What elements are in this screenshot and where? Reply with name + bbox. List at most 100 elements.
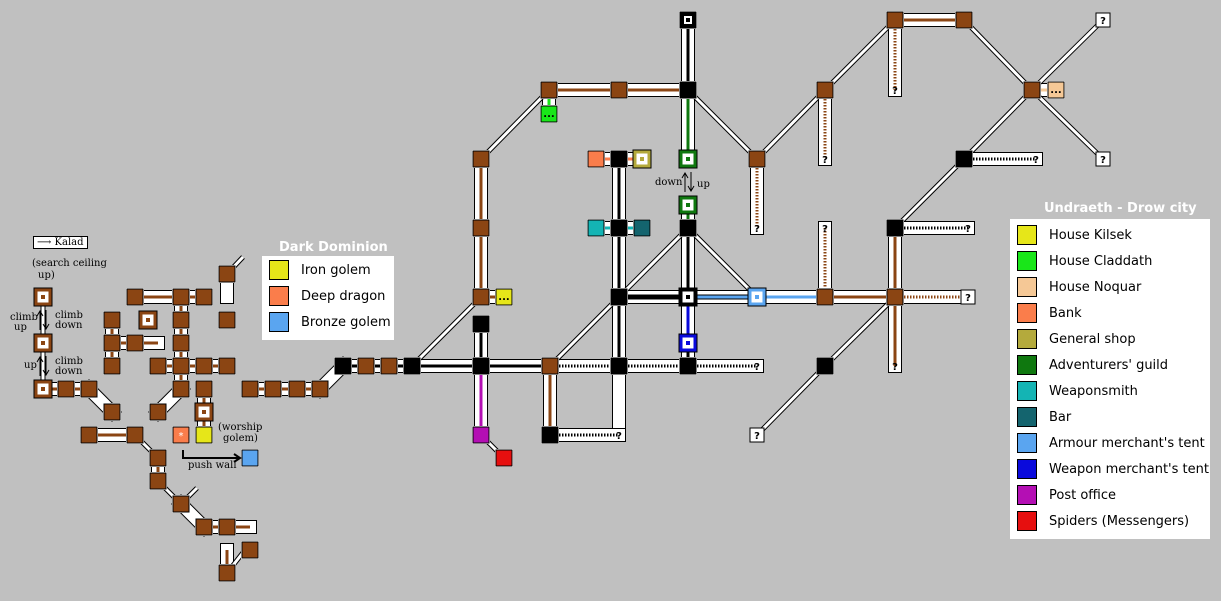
- room-core: [686, 18, 690, 22]
- passage: [1030, 88, 1105, 161]
- arrow-up-icon: [36, 356, 44, 376]
- legend-row: Armour merchant's tent: [1011, 430, 1209, 456]
- stair-core: [41, 341, 45, 345]
- room: [264, 380, 282, 398]
- passage: [548, 295, 621, 368]
- room: [103, 357, 121, 375]
- legend-swatch: [1017, 355, 1037, 375]
- room: [1047, 81, 1065, 99]
- room: [172, 334, 190, 352]
- room: [103, 403, 121, 421]
- stair-core: [686, 341, 690, 345]
- room: [1023, 81, 1041, 99]
- star-label: *: [179, 431, 184, 442]
- legend-label: Weapon merchant's tent: [1049, 461, 1209, 477]
- room: [472, 357, 490, 375]
- room: [149, 357, 167, 375]
- room: [633, 219, 651, 237]
- unknown-label: ?: [754, 362, 760, 373]
- more-label: ...: [498, 292, 509, 303]
- stair-core: [686, 157, 690, 161]
- room: [679, 357, 697, 375]
- legend-label: General shop: [1049, 331, 1136, 347]
- legend-row: General shop: [1011, 326, 1209, 352]
- room: [172, 426, 190, 444]
- room: [195, 357, 213, 375]
- room: [610, 288, 628, 306]
- kalad-exit: ⟶ Kalad: [33, 236, 88, 249]
- passage: [1030, 18, 1105, 92]
- legend-label: Iron golem: [301, 262, 371, 278]
- unknown-label: ?: [616, 431, 622, 442]
- stair-room: [34, 334, 52, 352]
- arrow-down-icon: [42, 310, 50, 330]
- room: [610, 357, 628, 375]
- worship-note: (worship: [218, 422, 263, 433]
- stair-room: [679, 196, 697, 214]
- legend-row: Iron golem: [263, 257, 393, 283]
- legend-swatch: [1017, 225, 1037, 245]
- push-wall-note: push wall: [188, 460, 237, 471]
- more-label: ...: [1050, 85, 1061, 96]
- unknown-label: ?: [892, 362, 898, 373]
- legend-label: Deep dragon: [301, 288, 386, 304]
- room: [149, 449, 167, 467]
- down-note: down: [655, 177, 683, 188]
- passage: [755, 364, 827, 437]
- room: [748, 150, 766, 168]
- passage: [617, 226, 690, 299]
- stair-core: [686, 203, 690, 207]
- legend-swatch: [1017, 381, 1037, 401]
- room: [886, 288, 904, 306]
- stair-room: [633, 150, 651, 168]
- passage: [479, 88, 551, 161]
- passage: [893, 157, 966, 230]
- stair-room: [679, 150, 697, 168]
- unknown-room: [1095, 151, 1111, 167]
- legend-swatch: [269, 260, 289, 280]
- arrow-down-icon: [42, 356, 50, 376]
- room: [288, 380, 306, 398]
- room: [195, 288, 213, 306]
- stair-core: [686, 295, 690, 299]
- unknown-label: ?: [1100, 155, 1106, 166]
- room: [495, 449, 513, 467]
- room: [816, 357, 834, 375]
- stair-core: [755, 295, 759, 299]
- legend-label: Spiders (Messengers): [1049, 513, 1190, 529]
- passage: [823, 295, 897, 368]
- legend-label: Bank: [1049, 305, 1082, 321]
- rooms: [33, 11, 1111, 582]
- room: [172, 380, 190, 398]
- room: [241, 541, 259, 559]
- room: [172, 288, 190, 306]
- room: [218, 265, 236, 283]
- room: [218, 311, 236, 329]
- unknown-label: ?: [1033, 155, 1039, 166]
- stair-room: [748, 288, 766, 306]
- more-label: ...: [543, 109, 554, 120]
- room: [218, 357, 236, 375]
- legend-row: House Claddath: [1011, 248, 1209, 274]
- legend-swatch: [1017, 433, 1037, 453]
- unknown-room: [749, 427, 765, 443]
- room: [540, 105, 558, 123]
- room: [380, 357, 398, 375]
- legend-row: House Noquar: [1011, 274, 1209, 300]
- up-note-2: up: [697, 179, 710, 190]
- room: [472, 288, 490, 306]
- room: [610, 81, 628, 99]
- city-title: Undraeth - Drow city: [1044, 201, 1197, 216]
- legend-row: Deep dragon: [263, 283, 393, 309]
- room: [241, 449, 259, 467]
- room: [472, 219, 490, 237]
- room: [472, 315, 490, 333]
- legend-label: Adventurers' guild: [1049, 357, 1169, 373]
- room: [218, 518, 236, 536]
- arrow-up-icon: [36, 310, 44, 330]
- legend-row: Bank: [1011, 300, 1209, 326]
- legend-label: Weaponsmith: [1049, 383, 1138, 399]
- room: [149, 403, 167, 421]
